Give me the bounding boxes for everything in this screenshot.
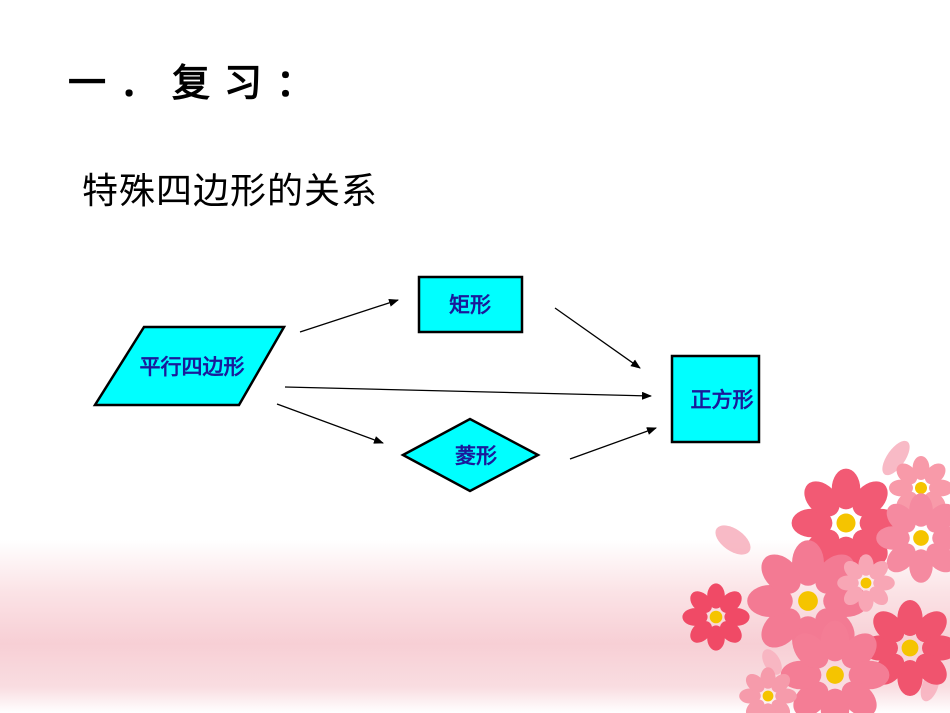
flower <box>682 583 750 651</box>
flower <box>889 456 950 520</box>
node-rhombus: 菱形 <box>400 417 541 493</box>
arrow-rhombus-to-square <box>569 427 657 460</box>
node-rhombus-label: 菱形 <box>455 444 497 468</box>
node-square: 正方形 <box>670 354 761 444</box>
arrow-rectangle-to-square <box>554 307 641 369</box>
flower <box>780 620 890 713</box>
slide-title: 一．复习： <box>68 60 329 105</box>
flower <box>837 554 895 612</box>
flower <box>876 493 950 583</box>
slide-subtitle: 特殊四边形的关系 <box>82 171 379 212</box>
node-parallelogram-label: 平行四边形 <box>140 355 245 379</box>
arrow-parallelogram-to-rhombus <box>276 403 384 444</box>
node-rectangle: 矩形 <box>417 275 524 334</box>
flower <box>747 540 869 662</box>
node-square-label: 正方形 <box>691 388 754 412</box>
flower <box>739 667 797 713</box>
node-parallelogram: 平行四边形 <box>92 325 287 407</box>
arrow-parallelogram-to-square <box>284 386 652 400</box>
node-rectangle-label: 矩形 <box>449 293 491 317</box>
flower <box>862 600 950 696</box>
arrow-parallelogram-to-rectangle <box>299 298 399 333</box>
flower <box>791 468 901 578</box>
